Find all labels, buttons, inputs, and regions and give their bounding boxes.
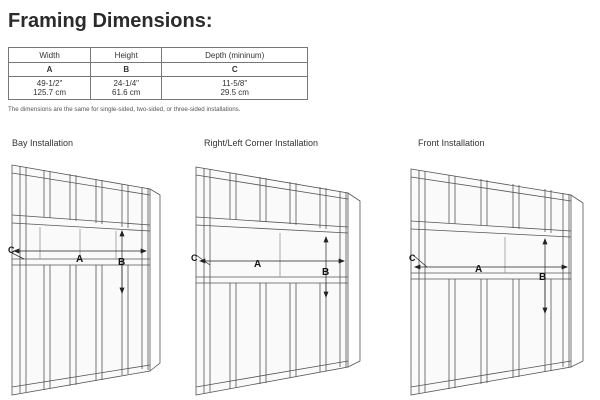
dimension-label-a: A	[254, 259, 261, 270]
width-imperial: 49-1/2"	[36, 79, 63, 88]
height-imperial: 24-1/4"	[113, 79, 139, 88]
table-header-row: Width Height Depth (mininum)	[7, 47, 308, 63]
dimension-label-a: A	[76, 254, 83, 265]
dimension-label-c: C	[409, 253, 416, 263]
dimension-label-c: C	[8, 245, 15, 255]
corner-installation-diagram: A B C	[191, 166, 361, 396]
width-metric: 125.7 cm	[33, 88, 66, 97]
dimension-label-b: B	[322, 267, 329, 278]
dimensions-note: The dimensions are the same for single-s…	[8, 106, 241, 113]
bay-installation-diagram: A B C	[8, 164, 161, 396]
front-installation-diagram: A B C	[409, 168, 584, 396]
dimension-label-b: B	[539, 272, 546, 283]
dimension-label-c: C	[191, 253, 198, 263]
dimension-label-a: A	[475, 264, 482, 275]
value-row: 49-1/2"125.7 cm 24-1/4"61.6 cm 11-5/8"29…	[7, 76, 308, 100]
height-header: Height	[90, 47, 163, 63]
depth-value: 11-5/8"29.5 cm	[161, 76, 308, 100]
height-metric: 61.6 cm	[112, 88, 141, 97]
dimension-label-b: B	[118, 257, 125, 268]
front-installation-label: Front Installation	[418, 138, 485, 148]
dimensions-table: Width Height Depth (mininum) A B C 49-1/…	[7, 47, 308, 100]
width-value: 49-1/2"125.7 cm	[7, 76, 92, 100]
depth-imperial: 11-5/8"	[222, 79, 248, 88]
depth-header: Depth (mininum)	[161, 47, 308, 63]
page-title: Framing Dimensions:	[8, 10, 213, 32]
height-letter: B	[90, 62, 163, 77]
letter-row: A B C	[7, 62, 308, 77]
height-value: 24-1/4"61.6 cm	[90, 76, 163, 100]
corner-installation-label: Right/Left Corner Installation	[204, 138, 319, 148]
bay-installation-label: Bay Installation	[12, 138, 74, 148]
depth-metric: 29.5 cm	[220, 88, 249, 97]
depth-letter: C	[161, 62, 308, 77]
width-letter: A	[7, 62, 92, 77]
width-header: Width	[7, 47, 92, 63]
